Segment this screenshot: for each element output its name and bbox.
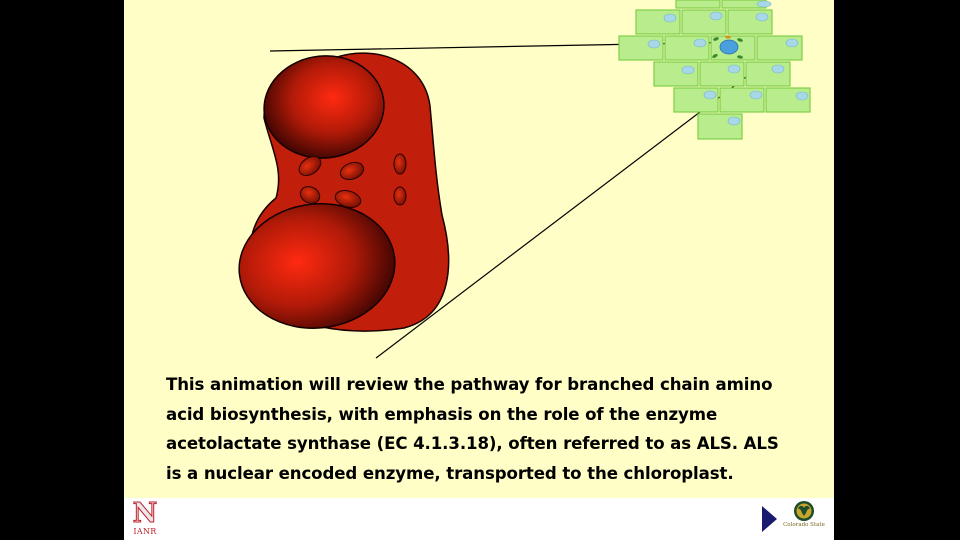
slide: This animation will review the pathway f…	[124, 0, 834, 540]
caption-line: acetolactate synthase (EC 4.1.3.18), oft…	[166, 434, 779, 453]
next-slide-button[interactable]	[760, 504, 780, 534]
footer-bar: N IANR Colorado State	[124, 498, 834, 540]
slide-artwork	[238, 0, 811, 359]
enzyme-subunit-links	[298, 153, 407, 208]
als-enzyme-illustration	[238, 52, 450, 332]
csu-ram-seal-icon	[794, 501, 814, 521]
caption-line: acid biosynthesis, with emphasis on the …	[166, 404, 718, 424]
csu-logo[interactable]: Colorado State	[783, 500, 825, 538]
highlighted-cell-nucleus	[712, 35, 743, 59]
caption-line: This animation will review the pathway f…	[166, 375, 773, 394]
csu-logo-text: Colorado State	[783, 522, 825, 528]
unl-n-letter: N	[132, 498, 158, 529]
caption-text: This animation will review the pathway f…	[166, 370, 826, 488]
unl-ianr-text: IANR	[133, 527, 157, 536]
zoom-line-bottom	[375, 70, 755, 359]
unl-ianr-logo[interactable]: N IANR	[132, 498, 158, 538]
caption-line: is a nuclear encoded enzyme, transported…	[166, 463, 734, 483]
play-triangle-icon	[762, 506, 777, 532]
chloroplasts	[647, 0, 809, 126]
